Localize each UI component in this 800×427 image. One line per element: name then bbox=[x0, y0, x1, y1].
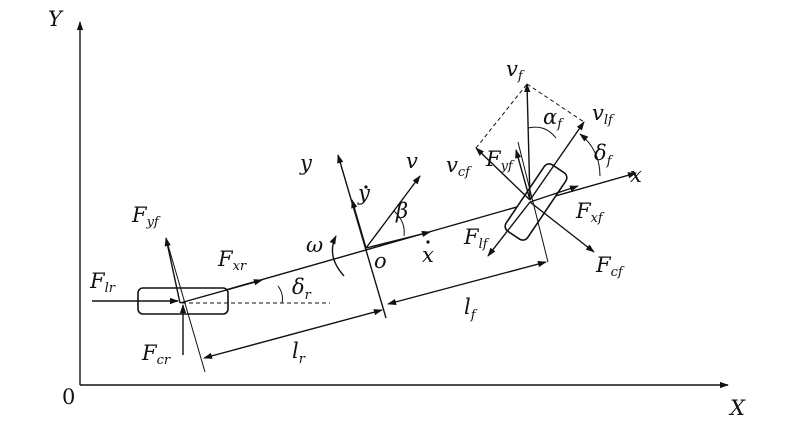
rear-Fxr-arrow bbox=[179, 279, 263, 304]
body-y-label: y bbox=[299, 151, 313, 175]
velocity-dashed-1 bbox=[475, 83, 528, 149]
lr-label: lr bbox=[292, 339, 306, 367]
front-Fyf-label: Fyf bbox=[485, 147, 515, 174]
global-x-label: X bbox=[728, 396, 746, 420]
delta-f-label: δf bbox=[594, 141, 614, 169]
beta-arc bbox=[393, 210, 405, 237]
front-Flf-arrow bbox=[487, 201, 531, 257]
vlf-label: vlf bbox=[592, 101, 615, 128]
global-axes: Y X 0 bbox=[48, 7, 746, 420]
front-Fyf-arrow bbox=[515, 149, 531, 201]
alpha-arc bbox=[527, 126, 557, 139]
vf-arrow bbox=[524, 83, 531, 201]
front-Fcf-label: Fcf bbox=[595, 253, 625, 280]
rear-Fyf-arrow bbox=[164, 237, 181, 304]
global-y-label: Y bbox=[48, 7, 64, 31]
lf-label: lf bbox=[464, 295, 478, 323]
velocity-v-arrow bbox=[365, 175, 421, 249]
rear-Fyf-label: Fyf bbox=[131, 203, 161, 230]
rear-wheel-axis bbox=[167, 244, 206, 373]
vcf-arrow bbox=[475, 147, 531, 201]
delta-r-arc bbox=[277, 285, 283, 304]
lr-dimension bbox=[203, 309, 383, 359]
y-dot-arrow bbox=[351, 199, 367, 249]
alpha-label: αf bbox=[543, 105, 564, 132]
body-axes: x y v x y β ω o bbox=[179, 149, 642, 319]
front-Flf-label: Flf bbox=[463, 225, 490, 252]
rear-wheel-group: Fyf Flr Fxr Fcr δr bbox=[89, 203, 330, 373]
front-Fxf-arrow bbox=[529, 185, 579, 203]
body-x-label: x bbox=[630, 163, 642, 187]
vcf-label: vcf bbox=[446, 153, 472, 180]
front-Fxf-label: Fxf bbox=[575, 199, 605, 226]
vlf-arrow bbox=[529, 121, 585, 201]
front-wheel bbox=[504, 163, 568, 241]
lf-dimension bbox=[387, 261, 547, 305]
rear-Fxr-label: Fxr bbox=[217, 247, 247, 274]
vf-label: vf bbox=[506, 57, 525, 84]
front-wheel-axis bbox=[517, 141, 549, 263]
cg-label: o bbox=[374, 249, 387, 273]
velocity-v-label: v bbox=[406, 149, 418, 173]
x-dot-label: x bbox=[422, 243, 434, 267]
x-dot-mark bbox=[426, 240, 430, 244]
delta-f-arc bbox=[579, 133, 601, 177]
x-dot-arrow bbox=[365, 230, 431, 249]
origin-label: 0 bbox=[62, 385, 75, 409]
omega-arc bbox=[329, 235, 345, 277]
y-dot-mark bbox=[364, 185, 368, 189]
dimensions: lr lf bbox=[203, 261, 547, 367]
velocity-dashed-2 bbox=[526, 83, 585, 123]
front-Fcf-arrow bbox=[529, 201, 595, 253]
delta-r-label: δr bbox=[292, 275, 312, 303]
beta-label: β bbox=[395, 199, 408, 223]
rear-Flr-label: Flr bbox=[89, 269, 116, 296]
omega-label: ω bbox=[306, 233, 323, 257]
front-wheel-group: vf vlf vcf αf δf Fyf Fxf Flf Fcf bbox=[446, 57, 625, 280]
y-dot-label: y bbox=[357, 181, 371, 205]
rear-Fcr-label: Fcr bbox=[141, 341, 171, 368]
